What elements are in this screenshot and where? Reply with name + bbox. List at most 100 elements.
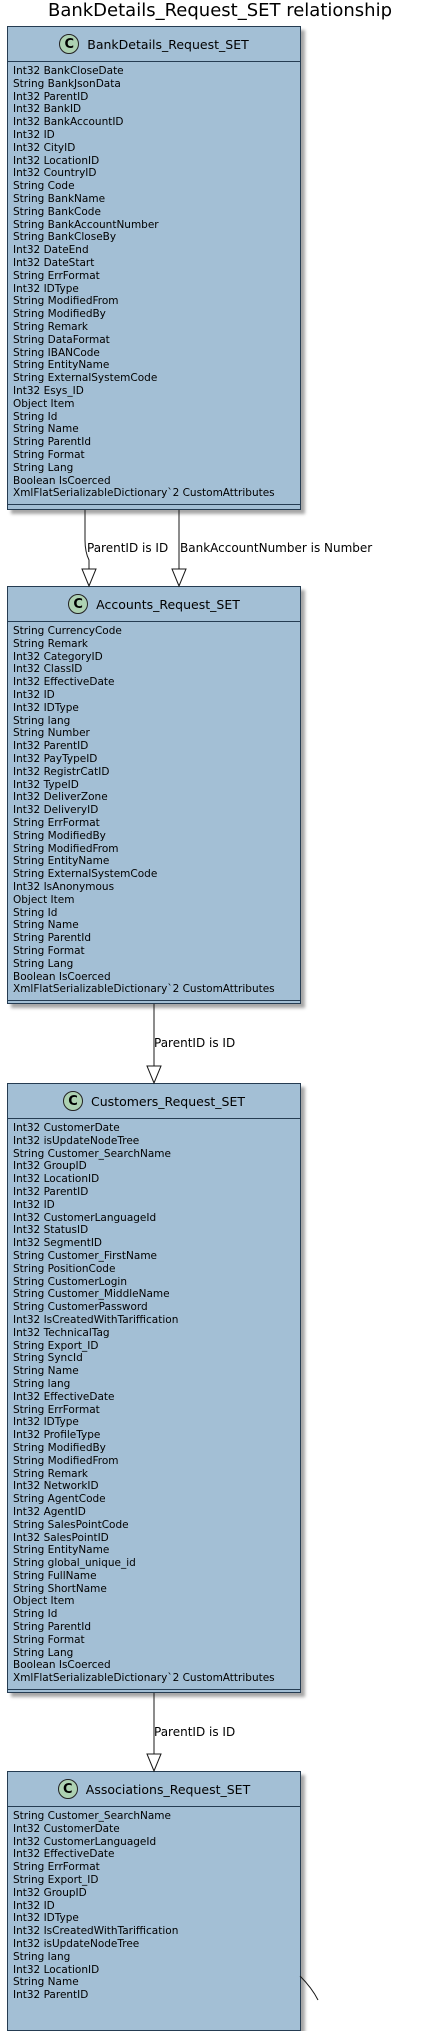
- class-field: XmlFlatSerializableDictionary`2 CustomAt…: [13, 1672, 275, 1685]
- class-field: String IBANCode: [13, 346, 100, 359]
- class-field: String BankName: [13, 192, 106, 205]
- class-field: String PositionCode: [13, 1262, 116, 1275]
- class-field: String EntityName: [13, 855, 110, 868]
- class-field: String ParentId: [13, 932, 92, 945]
- class-field: String Name: [13, 1976, 79, 1989]
- class-field: Int32 LocationID: [13, 154, 100, 167]
- class-field: String SalesPointCode: [13, 1518, 129, 1531]
- class-field: Object Item: [13, 1595, 75, 1608]
- method-compartment: [8, 1000, 300, 1007]
- class-field: String ExternalSystemCode: [13, 372, 158, 385]
- class-field: Int32 CityID: [13, 141, 76, 154]
- class-box-customers[interactable]: C Customers_Request_SET Int32 CustomerDa…: [7, 1083, 301, 1693]
- class-field: String Remark: [13, 320, 89, 333]
- class-field: String BankCode: [13, 205, 101, 218]
- relation-label: ParentID is ID: [154, 1725, 236, 1739]
- class-field: Int32 LocationID: [13, 1173, 100, 1186]
- class-box-accounts[interactable]: C Accounts_Request_SET String CurrencyCo…: [7, 586, 301, 1004]
- class-field: Boolean IsCoerced: [13, 474, 111, 487]
- class-field: String Id: [13, 906, 58, 919]
- class-field: String ExternalSystemCode: [13, 868, 158, 881]
- class-field: String ParentId: [13, 436, 92, 449]
- class-box-bankdetails[interactable]: C BankDetails_Request_SET Int32 BankClos…: [7, 26, 301, 510]
- class-field: String Customer_SearchName: [13, 1810, 171, 1822]
- class-name: Associations_Request_SET: [85, 1781, 251, 1797]
- class-field: Int32 EffectiveDate: [13, 1390, 115, 1403]
- class-field: String SyncId: [13, 1352, 83, 1365]
- class-field: String ErrFormat: [13, 816, 100, 829]
- relation-line: [299, 1975, 319, 2001]
- class-field: String CustomerLogin: [13, 1275, 128, 1288]
- class-field: Int32 EffectiveDate: [13, 1848, 115, 1861]
- class-field: Int32 EffectiveDate: [13, 676, 115, 689]
- class-badge-icon: C: [63, 1091, 83, 1111]
- class-field: String BankJsonData: [13, 77, 121, 90]
- class-field: Object Item: [13, 397, 75, 410]
- class-field: String EntityName: [13, 359, 110, 372]
- class-field: String Id: [13, 1608, 58, 1621]
- class-field: XmlFlatSerializableDictionary`2 CustomAt…: [13, 487, 275, 500]
- class-field: Int32 BankCloseDate: [13, 65, 124, 77]
- class-field: Int32 isUpdateNodeTree: [13, 1937, 140, 1950]
- class-field: XmlFlatSerializableDictionary`2 CustomAt…: [13, 983, 275, 996]
- class-field: Int32 SegmentID: [13, 1237, 102, 1250]
- class-field: String Lang: [13, 1646, 74, 1659]
- class-field: String Name: [13, 919, 79, 932]
- class-field: Int32 IsCreatedWithTariffication: [13, 1313, 179, 1326]
- class-field: Int32 RegistrCatID: [13, 765, 110, 778]
- class-name: Accounts_Request_SET: [96, 596, 240, 612]
- class-field: String ModifiedFrom: [13, 1454, 119, 1467]
- class-header: C Associations_Request_SET: [8, 1772, 300, 1807]
- class-field: Int32 TechnicalTag: [13, 1326, 110, 1339]
- class-field: String Format: [13, 448, 85, 461]
- class-field: String Format: [13, 944, 85, 957]
- arrowhead-icon: [146, 1065, 162, 1085]
- class-field: String Number: [13, 727, 90, 740]
- diagram-title: BankDetails_Request_SET relationship: [47, 0, 393, 21]
- class-field: Int32 IDType: [13, 1912, 79, 1925]
- relation-label: BankAccountNumber is Number: [180, 541, 373, 555]
- method-compartment: [8, 1689, 300, 1696]
- class-field: String Name: [13, 1365, 79, 1378]
- class-field: Int32 GroupID: [13, 1886, 87, 1899]
- class-field: Int32 DeliverZone: [13, 791, 108, 804]
- class-field: String ModifiedBy: [13, 829, 106, 842]
- class-field: Int32 isUpdateNodeTree: [13, 1134, 140, 1147]
- class-field: String Export_ID: [13, 1873, 99, 1886]
- class-field: Int32 SalesPointID: [13, 1531, 109, 1544]
- class-field: String BankAccountNumber: [13, 218, 159, 231]
- class-field: String Customer_SearchName: [13, 1147, 171, 1160]
- class-field: Int32 NetworkID: [13, 1480, 99, 1493]
- class-field: Int32 ID: [13, 128, 55, 141]
- relation-line: [84, 510, 90, 569]
- class-field: String Remark: [13, 637, 89, 650]
- class-field: Int32 StatusID: [13, 1224, 89, 1237]
- class-badge-icon: C: [68, 594, 89, 614]
- class-field: Int32 DateStart: [13, 256, 95, 269]
- class-field: Int32 DateEnd: [13, 244, 89, 257]
- class-field: String ErrFormat: [13, 1861, 100, 1874]
- class-badge-icon: C: [59, 34, 80, 54]
- class-field: Int32 ParentID: [13, 740, 89, 753]
- class-field: String BankCloseBy: [13, 231, 117, 244]
- relation-label: ParentID is ID: [87, 541, 169, 555]
- relation-label: ParentID is ID: [154, 1036, 236, 1050]
- class-field: Int32 CustomerLanguageId: [13, 1211, 157, 1224]
- class-field: Int32 DeliveryID: [13, 804, 99, 817]
- class-field: String ErrFormat: [13, 1403, 100, 1416]
- arrowhead-icon: [171, 568, 187, 588]
- class-field: String ModifiedBy: [13, 308, 106, 321]
- class-field: String global_unique_id: [13, 1557, 136, 1570]
- class-field: Boolean IsCoerced: [13, 970, 111, 983]
- class-header: C Accounts_Request_SET: [8, 587, 300, 622]
- class-field: Int32 BankID: [13, 103, 82, 116]
- class-field: Int32 GroupID: [13, 1160, 87, 1173]
- arrowhead-icon: [81, 568, 97, 588]
- class-field: Int32 TypeID: [13, 778, 79, 791]
- arrowhead-icon: [146, 1753, 162, 1773]
- class-field: String Customer_MiddleName: [13, 1288, 170, 1301]
- class-field: Int32 CustomerDate: [13, 1822, 120, 1835]
- class-header: C BankDetails_Request_SET: [8, 27, 300, 62]
